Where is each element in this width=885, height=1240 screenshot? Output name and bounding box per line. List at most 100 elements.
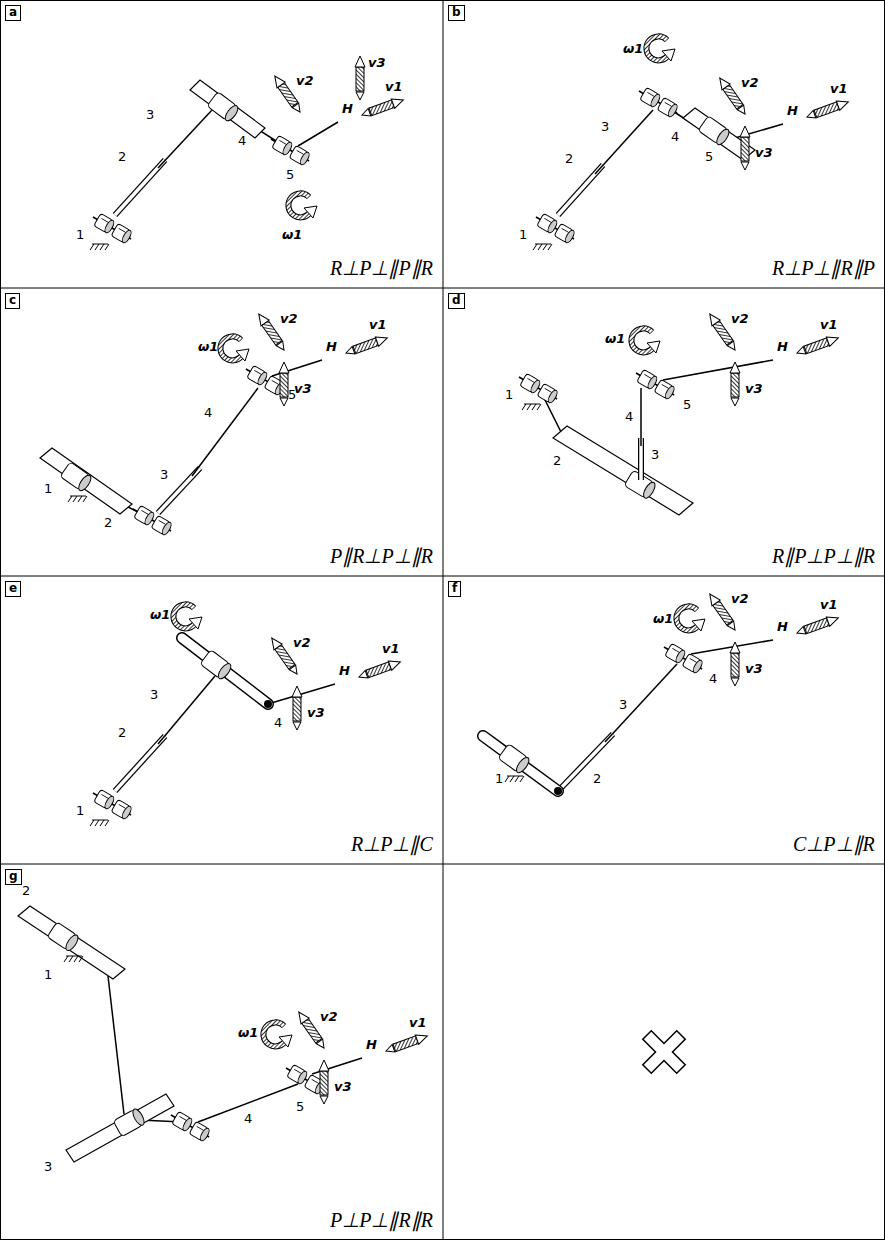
revolute-joint [89, 787, 134, 821]
velocity-label: v3 [307, 706, 325, 721]
part-number: 1 [76, 804, 84, 819]
slider [207, 92, 240, 123]
rotation-arrow [646, 36, 675, 61]
ground-symbol [64, 956, 83, 962]
part-number: 5 [296, 1100, 304, 1115]
rotation-arrow [676, 606, 705, 631]
velocity-label: v1 [369, 318, 387, 333]
point-label: H [339, 664, 350, 679]
angular-velocity-label: ω1 [198, 340, 218, 355]
mechanism-g [18, 906, 429, 1162]
revolute-joint [532, 211, 577, 245]
velocity-label: v2 [296, 74, 314, 89]
part-number: 3 [146, 108, 154, 123]
velocity-arrow [355, 56, 365, 100]
ground-symbol [505, 776, 524, 782]
velocity-label: v1 [409, 1016, 427, 1031]
chain-formula: R∥P⊥P⊥∥R [772, 545, 875, 568]
part-number: 3 [44, 1160, 52, 1175]
cell-divider [0, 288, 885, 289]
mechanism-a [89, 56, 405, 250]
part-number: 5 [705, 150, 713, 165]
velocity-label: v2 [741, 76, 759, 91]
velocity-arrow [805, 97, 850, 121]
revolute-joint [167, 1109, 212, 1143]
cylindrical-bar [182, 638, 268, 704]
velocity-arrows [271, 56, 405, 120]
velocity-label: v1 [830, 82, 848, 97]
link [298, 122, 338, 146]
joint-dot [264, 700, 272, 708]
panel-letter: e [5, 581, 21, 597]
part-number: 2 [22, 884, 30, 899]
link [663, 360, 773, 380]
part-number: 1 [44, 968, 52, 983]
revolute-joint [515, 371, 560, 405]
mechanism-b [532, 36, 850, 250]
revolute-joint [267, 133, 312, 167]
prismatic-tube [115, 736, 165, 791]
part-number: 2 [565, 152, 573, 167]
panel-letter: c [5, 293, 20, 309]
velocity-arrows [268, 635, 402, 730]
part-number: 1 [44, 482, 52, 497]
velocity-label: v1 [820, 318, 838, 333]
velocity-arrow [344, 333, 389, 357]
chain-formula: R⊥P⊥∥C [351, 833, 433, 856]
angular-velocity-label: ω1 [653, 612, 673, 627]
mechanism-f [483, 591, 840, 795]
prismatic-rod [158, 676, 215, 744]
rotation-arrow [173, 604, 202, 629]
velocity-arrows [706, 311, 840, 406]
ground-symbol [533, 244, 552, 250]
velocity-label: v1 [382, 642, 400, 657]
velocity-arrow [319, 1060, 329, 1104]
prismatic-rod [192, 388, 258, 476]
mechanism-d [515, 311, 840, 515]
part-number: 5 [286, 168, 294, 183]
velocity-label: v2 [293, 636, 311, 651]
panel-letter: d [448, 293, 465, 309]
cell-divider [0, 576, 885, 577]
slide-plate [18, 906, 125, 979]
chain-formula: R⊥P⊥∥R∥P [772, 257, 875, 280]
mechanism-e [89, 604, 402, 826]
part-number: 2 [593, 772, 601, 787]
ground-symbol [522, 404, 541, 410]
angular-velocity-label: ω1 [150, 608, 170, 623]
prismatic-tube [115, 736, 165, 791]
prismatic-rod [158, 110, 212, 168]
part-number: 1 [519, 228, 527, 243]
cylindrical-bar [483, 736, 558, 791]
velocity-arrow [279, 362, 289, 406]
velocity-arrow [360, 95, 405, 119]
chain-formula: P⊥P⊥∥R∥R [330, 1209, 433, 1232]
velocity-arrow [384, 1031, 429, 1055]
cylindrical-sleeve [498, 744, 531, 775]
angular-velocity-label: ω1 [605, 332, 625, 347]
prismatic-rod [605, 664, 677, 742]
angular-velocity-label: ω1 [623, 42, 643, 57]
revolute-joint [635, 85, 680, 119]
chain-formula: P∥R⊥P⊥∥R [330, 545, 433, 568]
rotation-arrow [288, 193, 317, 218]
rotation-arrow [263, 1022, 292, 1047]
velocity-label: v3 [745, 382, 763, 397]
part-number: 2 [104, 516, 112, 531]
slide-plate [553, 426, 693, 515]
slide-plate [66, 1094, 174, 1162]
rotation-arrow [220, 336, 249, 361]
link [108, 976, 124, 1114]
prismatic-rod [640, 388, 642, 446]
prismatic-tube [115, 160, 165, 215]
velocity-arrow [740, 126, 750, 170]
part-number: 3 [150, 688, 158, 703]
angular-velocity-label: ω1 [282, 228, 302, 243]
part-number: 3 [651, 448, 659, 463]
panel-letter: a [5, 5, 21, 21]
part-number: 2 [118, 150, 126, 165]
joint-dot [554, 787, 562, 795]
angular-velocity-label: ω1 [238, 1026, 258, 1041]
